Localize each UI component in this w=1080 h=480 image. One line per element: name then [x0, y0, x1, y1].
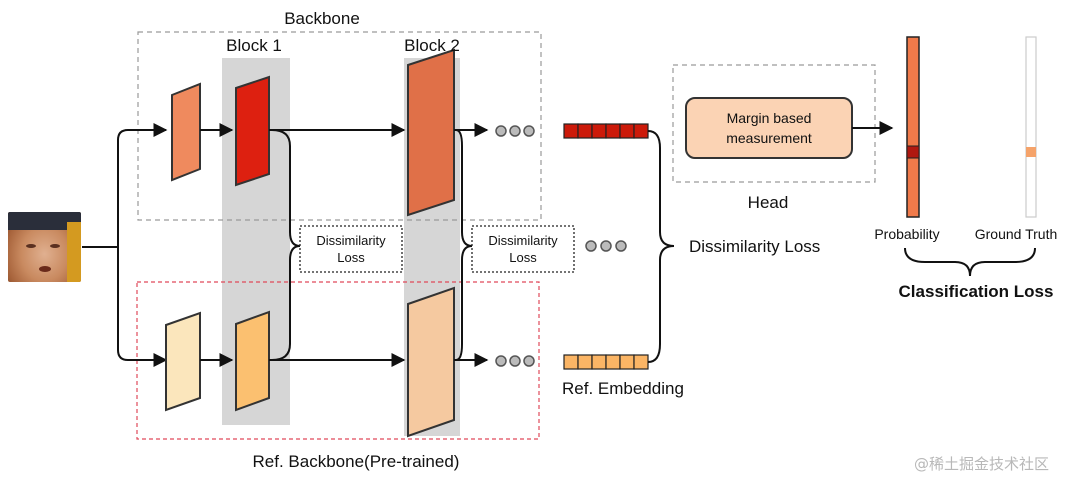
feature-map-top-2	[235, 75, 270, 187]
feature-map-bottom-1	[165, 311, 201, 412]
watermark: @稀土掘金技术社区	[914, 455, 1050, 473]
ellipsis-icon-bottom	[495, 355, 535, 367]
backbone-label: Backbone	[284, 9, 360, 28]
feature-map-top-1	[171, 82, 201, 182]
probability-label: Probability	[874, 226, 940, 242]
ref-backbone-label: Ref. Backbone(Pre-trained)	[252, 452, 460, 471]
input-face-image	[8, 212, 81, 282]
embedding-brace	[647, 130, 675, 363]
ellipsis-icon-middle	[585, 240, 627, 252]
dissimilarity-box-2	[471, 225, 575, 273]
classification-brace	[904, 247, 1036, 277]
dissimilarity-box-2-text: Dissimilarity Loss	[472, 232, 574, 266]
head-label: Head	[747, 193, 789, 212]
feature-map-top-3	[407, 48, 455, 217]
dissimilarity-box-1-line1: Dissimilarity	[316, 233, 386, 248]
ref-embedding-vector	[563, 354, 649, 370]
dissimilarity-box-1	[299, 225, 403, 273]
ellipsis-icon-top	[495, 125, 535, 137]
block1-brace	[271, 129, 301, 361]
probability-bar	[906, 36, 920, 218]
ref-embedding-label: Ref. Embedding	[562, 379, 684, 398]
block2-label: Block 2	[404, 36, 460, 55]
probability-bar-marker	[906, 145, 920, 159]
dissimilarity-loss-label: Dissimilarity Loss	[689, 237, 821, 256]
block1-label: Block 1	[226, 36, 282, 55]
dissimilarity-box-1-text: Dissimilarity Loss	[300, 232, 402, 266]
backbone-box	[137, 31, 542, 221]
ground-truth-label: Ground Truth	[974, 226, 1058, 242]
classification-loss-label: Classification Loss	[898, 282, 1054, 301]
dissimilarity-box-2-line1: Dissimilarity	[488, 233, 558, 248]
margin-box-line2: measurement	[726, 130, 812, 146]
block2-brace	[455, 129, 473, 361]
dissimilarity-box-1-line2: Loss	[337, 250, 365, 265]
ground-truth-marker	[1026, 147, 1036, 157]
margin-box-text: Margin based measurement	[686, 108, 852, 148]
head-box	[672, 64, 876, 183]
feature-map-bottom-3	[407, 286, 455, 438]
ground-truth-bar	[1025, 36, 1037, 218]
embedding-vector	[563, 123, 649, 139]
feature-map-bottom-2	[235, 310, 270, 412]
margin-box-line1: Margin based	[726, 110, 812, 126]
input-split-line	[82, 129, 162, 361]
dissimilarity-box-2-line2: Loss	[509, 250, 537, 265]
